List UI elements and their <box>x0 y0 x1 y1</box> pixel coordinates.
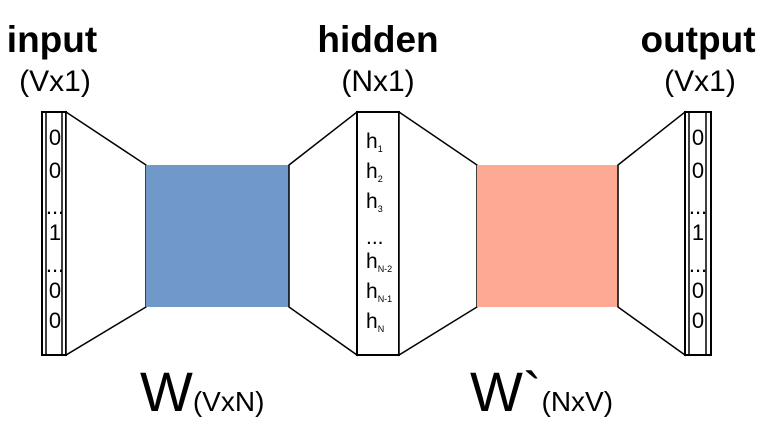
input-projection-right <box>288 110 358 357</box>
hidden-unit-index: N-1 <box>378 294 393 304</box>
hidden-vector-outer-border <box>356 111 400 356</box>
input-vector: 00...1...00 <box>41 111 67 356</box>
input-vector-cell: 1 <box>49 220 61 245</box>
input-vector-cell: 0 <box>49 308 61 333</box>
output-vector-cell: 1 <box>692 220 704 245</box>
hidden-ellipsis: ... <box>366 226 384 249</box>
output-projection-left <box>398 110 478 357</box>
output-vector-cells: 00...1...00 <box>689 125 707 333</box>
input-vector-cell: 0 <box>49 125 61 150</box>
output-vector-inner-border <box>688 111 707 356</box>
input-layer-title: input <box>7 19 97 60</box>
hidden-unit: h3 <box>366 190 383 214</box>
output-weights-dimension: (NxV) <box>542 386 614 417</box>
output-weights-label: W`(NxV) <box>470 360 613 423</box>
input-vector-inner-border <box>45 111 63 356</box>
output-vector: 00...1...00 <box>684 111 712 356</box>
hidden-unit-index: 1 <box>378 144 383 154</box>
hidden-unit-index: 3 <box>378 204 383 214</box>
input-weights-label: W(VxN) <box>140 360 264 423</box>
hidden-unit-symbol: h <box>366 280 378 303</box>
input-layer-dimension: (Vx1) <box>19 65 91 98</box>
input-vector-ellipsis: ... <box>46 194 64 219</box>
input-vector-cell: 0 <box>49 278 61 303</box>
output-layer-title: output <box>640 19 755 60</box>
hidden-unit: hN-1 <box>366 280 392 304</box>
output-vector-ellipsis: ... <box>689 194 707 219</box>
input-weights-symbol: W <box>140 360 193 423</box>
input-vector-ellipsis: ... <box>46 252 64 277</box>
hidden-unit-symbol: h <box>366 250 378 273</box>
hidden-unit-symbol: h <box>366 130 378 153</box>
hidden-unit: hN-2 <box>366 250 392 274</box>
hidden-unit-symbol: ... <box>366 226 384 249</box>
hidden-unit-symbol: h <box>366 190 378 213</box>
output-projection-right <box>617 110 686 357</box>
input-vector-cell: 0 <box>49 158 61 183</box>
input-projection-left <box>65 110 147 357</box>
hidden-unit-index: N <box>378 324 385 334</box>
output-weights-symbol: W` <box>470 360 542 423</box>
input-weight-matrix <box>146 165 289 307</box>
hidden-unit: hN <box>366 310 384 334</box>
input-vector-cells: 00...1...00 <box>46 125 64 333</box>
output-vector-cell: 0 <box>692 125 704 150</box>
hidden-unit-index: N-2 <box>378 264 393 274</box>
hidden-unit: h1 <box>366 130 383 154</box>
output-vector-ellipsis: ... <box>689 252 707 277</box>
input-weights-dimension: (VxN) <box>193 386 265 417</box>
hidden-unit-symbol: h <box>366 160 378 183</box>
output-vector-cell: 0 <box>692 308 704 333</box>
output-vector-cell: 0 <box>692 278 704 303</box>
output-weight-matrix <box>477 165 618 307</box>
hidden-unit: h2 <box>366 160 383 184</box>
hidden-layer-title: hidden <box>317 19 438 60</box>
hidden-layer-dimension: (Nx1) <box>341 65 414 98</box>
output-vector-cell: 0 <box>692 158 704 183</box>
hidden-unit-symbol: h <box>366 310 378 333</box>
hidden-unit-index: 2 <box>378 174 383 184</box>
output-layer-dimension: (Vx1) <box>664 65 736 98</box>
